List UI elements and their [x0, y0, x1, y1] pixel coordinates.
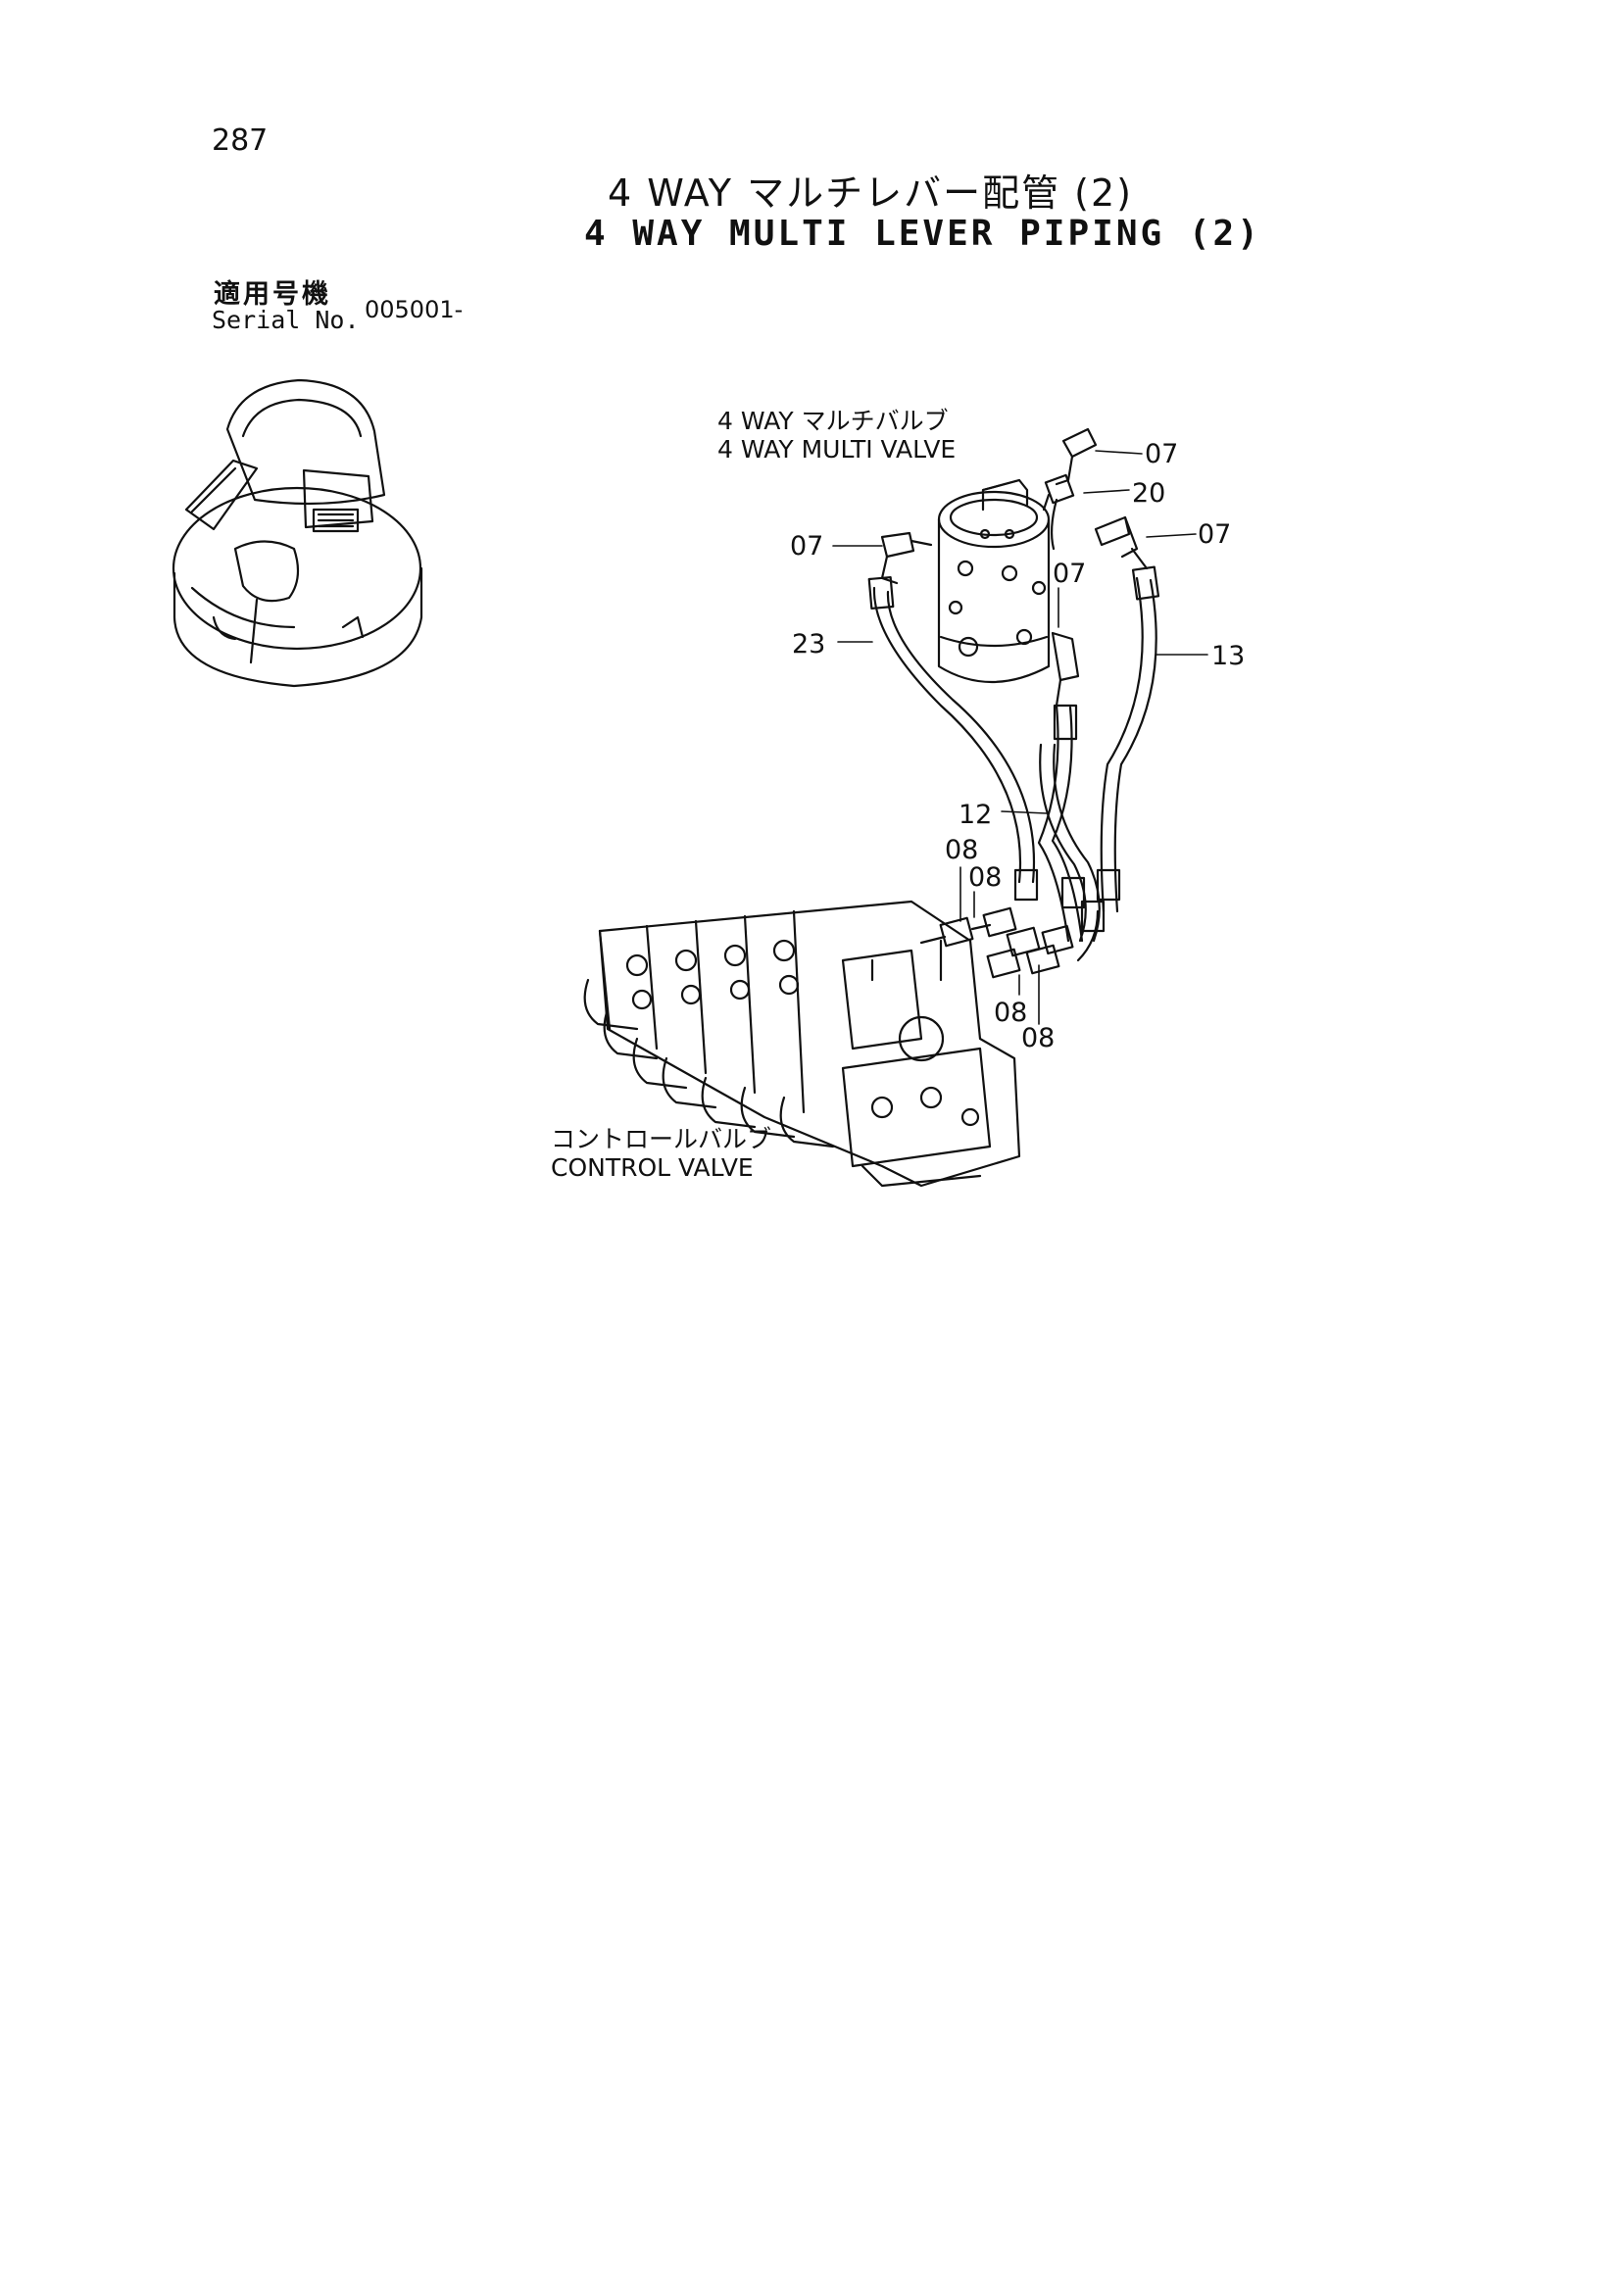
valve-fittings: [880, 427, 1149, 708]
callout-07-left: 07: [790, 531, 824, 562]
serial-label-english: Serial No.: [212, 306, 360, 334]
callout-07-top: 07: [1145, 439, 1179, 469]
multi-valve-caption-english: 4 WAY MULTI VALVE: [717, 435, 957, 464]
multi-valve-body: [937, 478, 1051, 684]
serial-number-value: 005001-: [365, 296, 464, 323]
callout-08-a: 08: [945, 835, 979, 865]
adapters-08: [919, 906, 1074, 979]
serial-label-japanese: 適用号機: [214, 279, 331, 310]
callout-23: 23: [792, 629, 826, 659]
page-number: 287: [212, 123, 269, 158]
callout-20: 20: [1132, 478, 1166, 509]
page-title-english: 4 WAY MULTI LEVER PIPING (2): [584, 214, 1261, 254]
callout-08-c: 08: [994, 998, 1028, 1028]
callout-08-b: 08: [968, 862, 1003, 893]
machine-location-thumbnail: [172, 378, 423, 688]
callout-13: 13: [1211, 641, 1246, 671]
hoses: [867, 565, 1160, 962]
callout-07-center: 07: [1053, 559, 1087, 589]
callout-07-right: 07: [1198, 519, 1232, 550]
callout-12: 12: [959, 800, 993, 830]
callout-08-d: 08: [1021, 1023, 1056, 1053]
leader-lines: [832, 450, 1208, 1025]
multi-valve-caption-japanese: 4 WAY マルチバルブ: [717, 407, 949, 435]
control-valve-caption-japanese: コントロールバルブ: [551, 1125, 772, 1153]
control-valve-body: [583, 900, 1021, 1188]
control-valve-caption-english: CONTROL VALVE: [551, 1153, 754, 1182]
page-title-japanese: 4 WAY マルチレバー配管 (2): [608, 171, 1133, 215]
